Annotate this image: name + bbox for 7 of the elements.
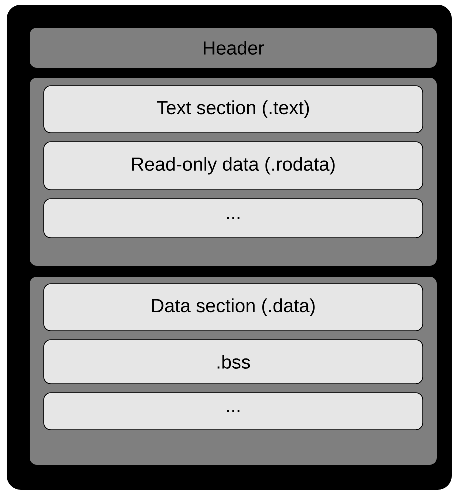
section-box: ...: [44, 392, 424, 430]
section-box: ...: [44, 198, 424, 238]
header-box: Header: [30, 28, 437, 68]
section-box: Text section (.text): [44, 86, 424, 134]
section-box: .bss: [44, 340, 424, 384]
section-box: Data section (.data): [44, 284, 424, 332]
section-box: Read-only data (.rodata): [44, 142, 424, 190]
